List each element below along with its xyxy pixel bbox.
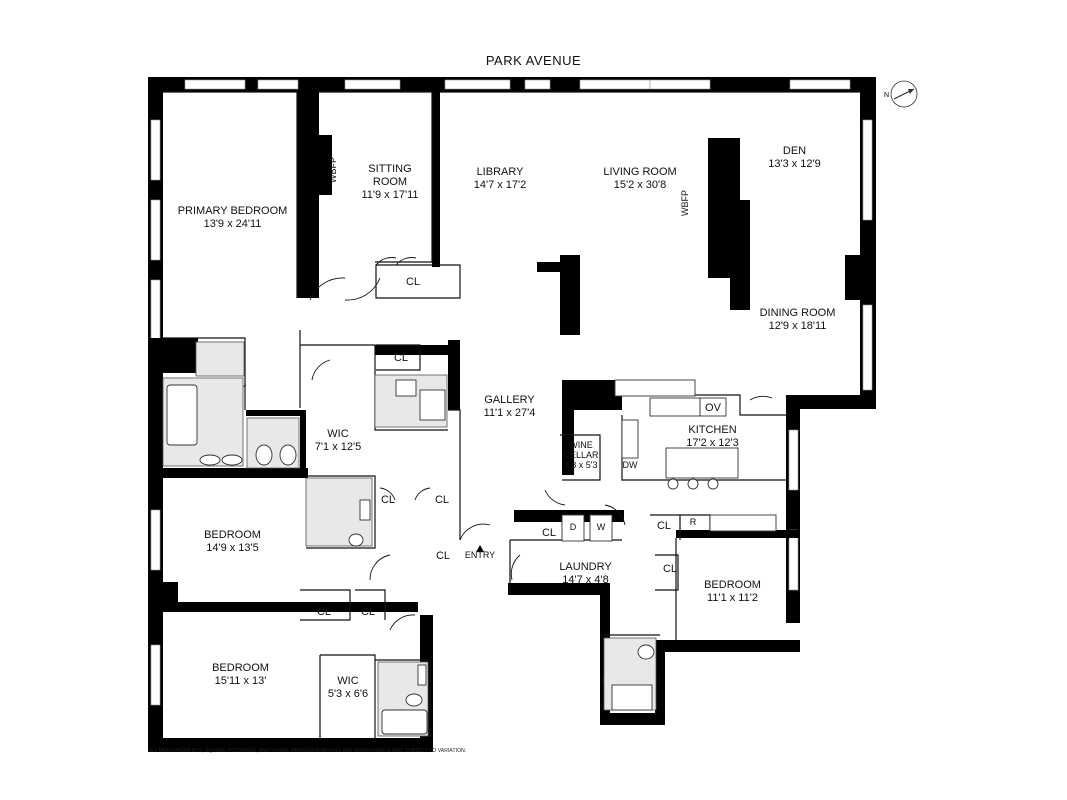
closet-label: CL bbox=[435, 550, 451, 562]
room-living-room: LIVING ROOM 15'2 x 30'8 bbox=[603, 166, 677, 191]
room-laundry: LAUNDRY 14'7 x 4'8 bbox=[559, 561, 612, 586]
wbfp-label-2: WBFP bbox=[680, 190, 690, 216]
door-swings bbox=[231, 257, 773, 631]
room-sitting-room: SITTING ROOM 11'9 x 17'11 bbox=[361, 163, 419, 201]
svg-text:N: N bbox=[884, 92, 889, 99]
refrigerator-label: R bbox=[689, 517, 697, 527]
closet-label: CL bbox=[541, 527, 557, 539]
disclaimer-text: ALL MEASUREMENTS, SQUARE FOOTAGES, AND V… bbox=[148, 748, 467, 754]
entry-label: ENTRY bbox=[464, 550, 496, 560]
room-bedroom-1: BEDROOM 14'9 x 13'5 bbox=[204, 529, 261, 554]
room-library: LIBRARY 14'7 x 17'2 bbox=[473, 166, 527, 191]
room-den: DEN 13'3 x 12'9 bbox=[768, 145, 821, 170]
closet-label: CL bbox=[662, 563, 678, 575]
wbfp-label-1: WBFP bbox=[328, 157, 338, 183]
room-gallery: GALLERY 11'1 x 27'4 bbox=[483, 394, 536, 419]
closet-label: CL bbox=[380, 494, 396, 506]
room-bedroom-3: BEDROOM 11'1 x 11'2 bbox=[704, 579, 761, 604]
closet-label: CL bbox=[316, 606, 332, 618]
closet-label: CL bbox=[434, 494, 450, 506]
closet-label: CL bbox=[656, 520, 672, 532]
dishwasher-label: DW bbox=[622, 460, 638, 470]
closet-label: CL bbox=[393, 352, 409, 364]
street-label: PARK AVENUE bbox=[485, 53, 582, 68]
closet-label: CL bbox=[405, 276, 421, 288]
fixtures bbox=[166, 379, 777, 735]
entry-arrow-icon bbox=[476, 545, 484, 552]
oven-label: OV bbox=[705, 402, 721, 414]
interior-walls bbox=[148, 92, 865, 612]
room-wine-cellar: WINE CELLAR 4'8 x 5'3 bbox=[563, 440, 599, 470]
room-wic-1: WIC 7'1 x 12'5 bbox=[314, 428, 362, 453]
compass-icon: N bbox=[884, 80, 918, 108]
closet-label: CL bbox=[360, 606, 376, 618]
room-kitchen: KITCHEN 17'2 x 12'3 bbox=[686, 424, 739, 449]
room-primary-bedroom: PRIMARY BEDROOM 13'9 x 24'11 bbox=[177, 205, 288, 230]
room-bedroom-2: BEDROOM 15'11 x 13' bbox=[212, 662, 269, 687]
room-wic-2: WIC 5'3 x 6'6 bbox=[327, 675, 369, 700]
room-dining-room: DINING ROOM 12'9 x 18'11 bbox=[759, 307, 836, 332]
dryer-label: D bbox=[569, 522, 577, 532]
washer-label: W bbox=[596, 522, 606, 532]
windows bbox=[150, 79, 873, 706]
